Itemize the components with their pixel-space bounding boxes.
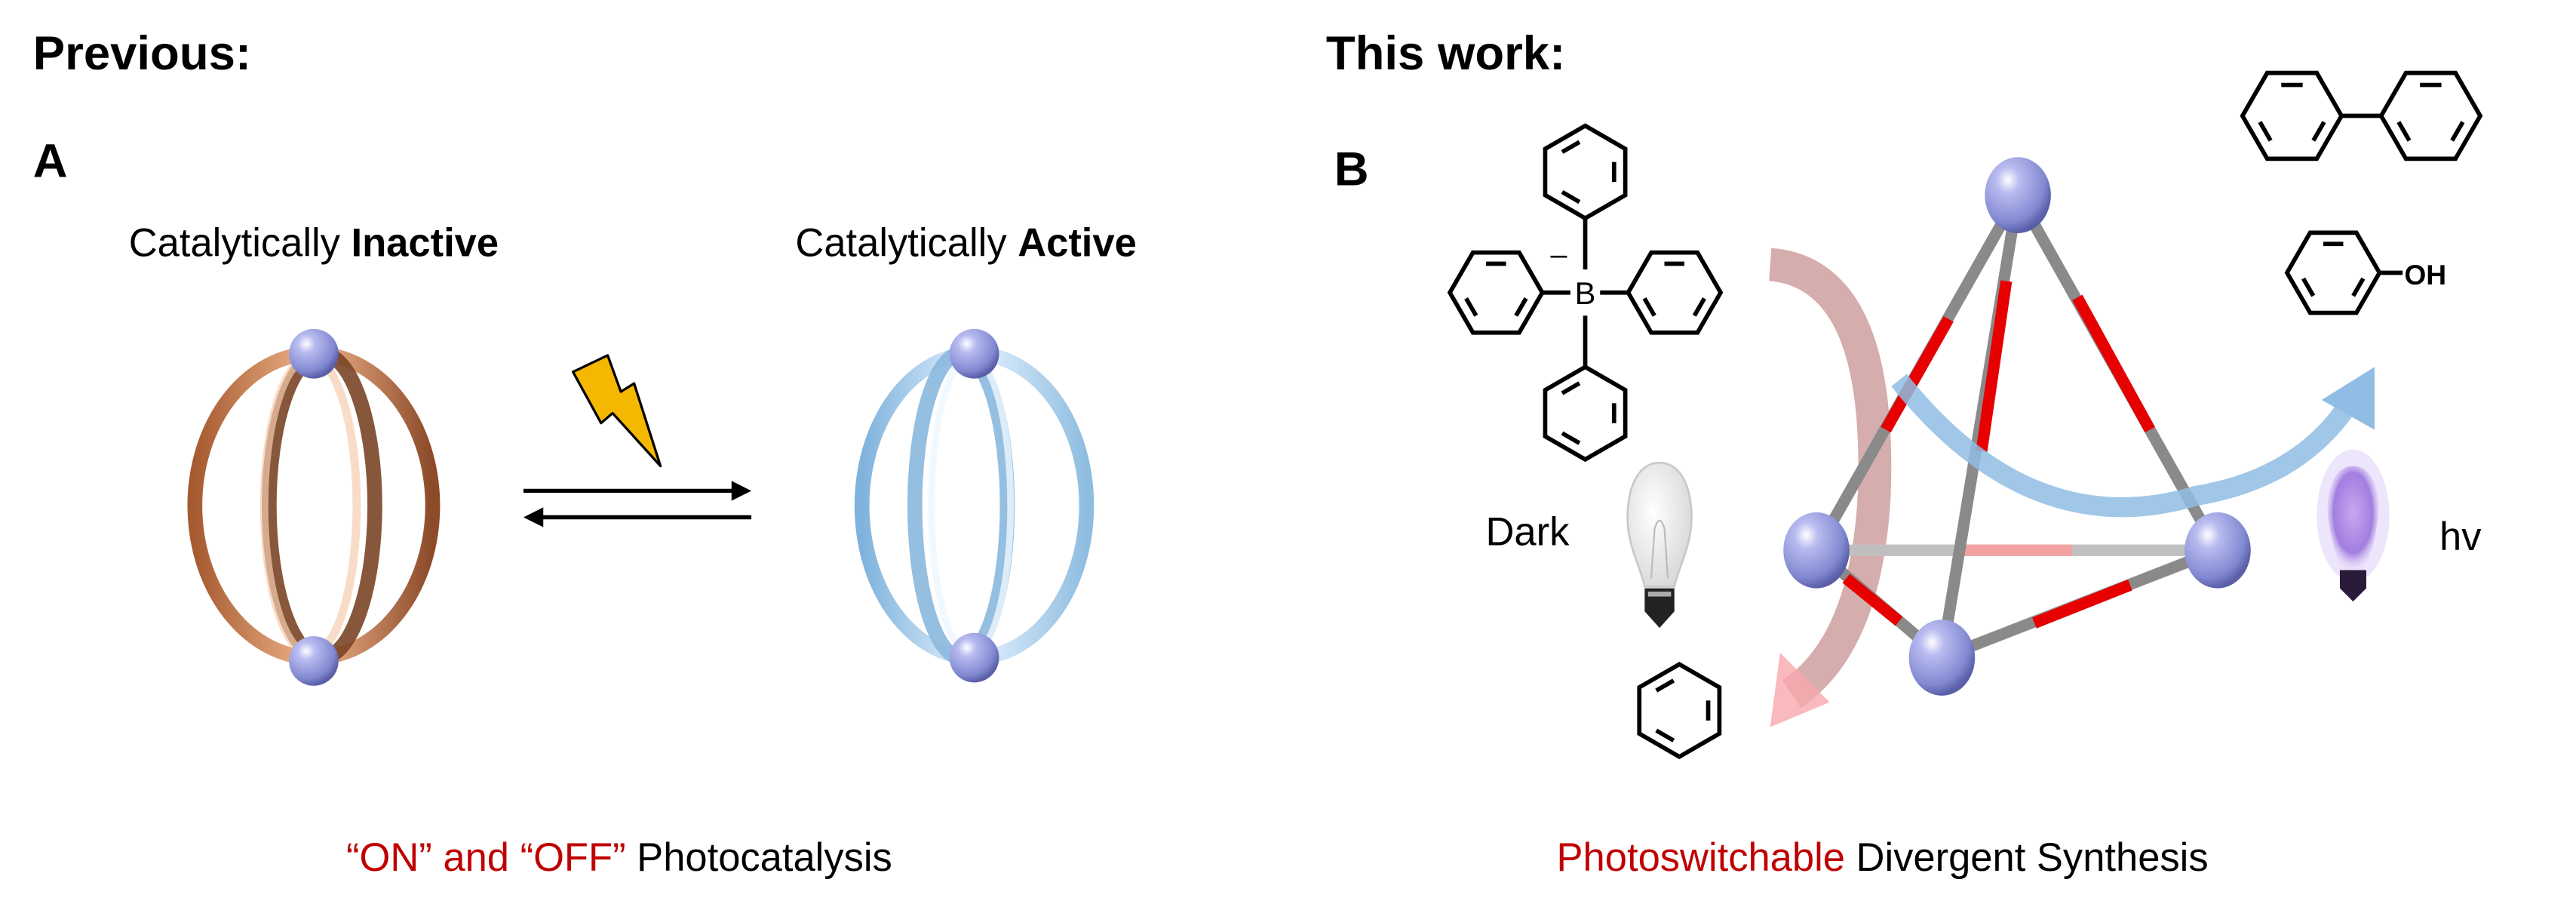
- panel-a-caption-black: Photocatalysis: [626, 835, 892, 880]
- double-bond: [2450, 121, 2465, 142]
- inactive-label: Catalytically Inactive: [129, 221, 499, 266]
- double-bond: [1561, 381, 1581, 395]
- inactive-cage: [187, 328, 441, 686]
- double-bond: [1464, 297, 1478, 317]
- double-bond: [1692, 297, 1706, 317]
- double-bond: [1642, 297, 1656, 317]
- active-label-bold: Active: [1018, 221, 1137, 266]
- benzene-ring: [1543, 123, 1628, 221]
- phenol-structure: OH: [2284, 230, 2446, 315]
- panel-b-label: B: [1334, 143, 1369, 195]
- boron-label: B: [1575, 275, 1596, 311]
- light-arrow-head: [2321, 367, 2375, 430]
- panel-b: This work: B B – OH: [1326, 27, 2483, 880]
- double-bond: [1655, 678, 1675, 693]
- dark-label: Dark: [1485, 510, 1570, 555]
- light-bulb-off-icon: [1626, 461, 1693, 629]
- hv-label: hv: [2439, 515, 2482, 559]
- double-bond: [2258, 121, 2273, 142]
- panel-a-label: A: [33, 135, 68, 188]
- metal-node: [1908, 620, 1976, 696]
- metal-node: [949, 328, 999, 379]
- dark-pathway-arrow: [1768, 248, 1892, 708]
- panel-a-caption: “ON” and “OFF” Photocatalysis: [346, 835, 892, 880]
- double-bond: [1514, 297, 1528, 317]
- panel-b-caption: Photoswitchable Divergent Synthesis: [1557, 835, 2209, 880]
- benzene-ring: [1637, 662, 1722, 760]
- metal-node: [289, 328, 339, 379]
- double-bond: [2396, 121, 2412, 142]
- double-bond: [1655, 728, 1675, 743]
- panel-b-caption-red: Photoswitchable: [1557, 835, 1845, 880]
- benzene-ring: [2284, 230, 2382, 315]
- dark-arrow-head: [1770, 652, 1830, 727]
- benzene-ring: [1447, 250, 1545, 335]
- tetraphenylborate-structure: B –: [1447, 123, 1724, 463]
- biphenyl-structure: [2240, 70, 2483, 161]
- active-label-prefix: Catalytically: [795, 221, 1018, 266]
- benzene-structure: [1637, 662, 1722, 760]
- hydroxyl-label: OH: [2404, 259, 2446, 291]
- panel-b-heading: This work:: [1326, 27, 1565, 80]
- metal-node: [2185, 512, 2251, 589]
- inactive-label-prefix: Catalytically: [129, 221, 352, 266]
- light-pathway-arrow: [1891, 374, 2353, 518]
- double-bond: [2351, 277, 2366, 297]
- double-bond: [1561, 140, 1581, 154]
- double-bond: [1561, 431, 1581, 445]
- benzene-ring: [2240, 70, 2344, 161]
- active-cage: [854, 328, 1095, 683]
- metal-node: [289, 636, 339, 686]
- panel-a-caption-red: “ON” and “OFF”: [346, 835, 626, 880]
- equilibrium-arrows: [523, 481, 752, 527]
- negative-charge: –: [1551, 238, 1567, 272]
- metal-node: [1985, 157, 2051, 233]
- tetrahedral-cage: [1783, 157, 2251, 696]
- active-label: Catalytically Active: [795, 221, 1136, 266]
- inactive-label-bold: Inactive: [352, 221, 499, 266]
- lightning-icon: [571, 354, 662, 468]
- double-bond: [2301, 277, 2316, 297]
- double-bond: [2311, 121, 2326, 142]
- double-bond: [1561, 189, 1581, 204]
- panel-a-heading: Previous:: [33, 27, 251, 80]
- light-bulb-on-icon: [2317, 449, 2390, 602]
- panel-a: Previous: A Catalytically Inactive Catal…: [33, 27, 1137, 880]
- metal-node: [1783, 512, 1850, 589]
- panel-b-caption-black: Divergent Synthesis: [1845, 835, 2209, 880]
- metal-node: [949, 632, 999, 683]
